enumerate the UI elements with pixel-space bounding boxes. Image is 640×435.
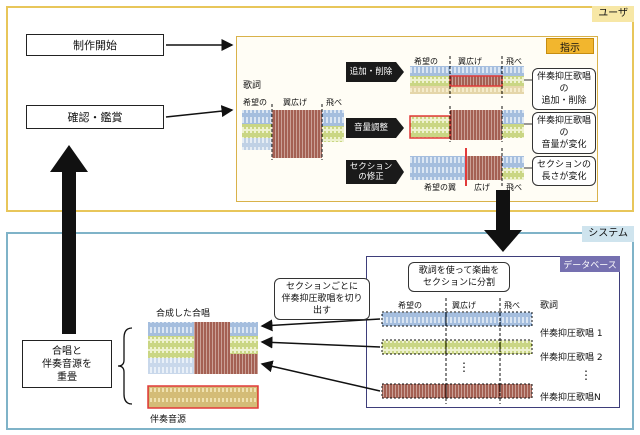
accomp-label: 伴奏音源 [150,415,187,425]
bottom-segment-label-2: 広げ [474,183,490,192]
up-arrow-head [50,145,88,172]
chorus-label: 合成した合唱 [156,309,211,319]
op-volume: 音量調整 [353,123,388,133]
down-arrow-head [484,230,522,252]
track-label-2: 伴奏抑圧歌唱 2 [540,353,603,363]
op-segment-label-1: 希望の [414,57,438,66]
instruction-tag: 指示 [546,38,594,54]
track-label-1: 伴奏抑圧歌唱 1 [540,329,603,339]
op-add-remove: 追加・削除 [349,67,393,77]
up-arrow-shaft [62,170,76,334]
vdots-right: ⋮ [580,368,592,382]
lyrics-label: 歌詞 [243,81,262,91]
segment-label-2: 翼広げ [283,98,307,107]
op-section-edit: セクション の修正 [349,162,393,182]
db-segment-label-2: 翼広げ [452,301,476,310]
db-segment-label-3: 飛べ [504,301,520,310]
split-callout: 歌詞を使って楽曲を セクションに分割 [408,262,510,292]
vdots-mid: ⋮ [458,360,470,374]
start-production-box: 制作開始 [26,34,164,56]
op-segment-label-3: 飛べ [506,57,522,66]
down-arrow-shaft [496,190,510,232]
bottom-segment-label-3: 飛べ [506,183,522,192]
db-lyrics-label: 歌詞 [540,301,559,311]
merge-brace [117,327,133,405]
system-section [6,232,634,430]
user-section-tag: ユーザ [592,6,634,22]
db-segment-label-1: 希望の [398,301,422,310]
merge-box: 合唱と 伴奏音源を 重畳 [22,340,112,388]
bottom-segment-label-1: 希望の翼 [424,183,456,192]
database-tag: データベース [560,256,620,272]
confirm-listen-box: 確認・鑑賞 [26,105,164,129]
system-section-tag: システム [582,226,634,242]
cut-callout: セクションごとに 伴奏抑圧歌唱を切り出す [274,278,370,320]
result-section: セクションの 長さが変化 [532,156,596,186]
op-segment-label-2: 翼広げ [458,57,482,66]
segment-label-1: 希望の [243,98,267,107]
result-volume: 伴奏抑圧歌唱の 音量が変化 [532,112,596,154]
confirm-arrow [165,105,234,118]
segment-label-3: 飛べ [326,98,342,107]
user-section [6,6,634,212]
result-add-remove: 伴奏抑圧歌唱の 追加・削除 [532,68,596,110]
track-label-n: 伴奏抑圧歌唱N [540,393,601,403]
